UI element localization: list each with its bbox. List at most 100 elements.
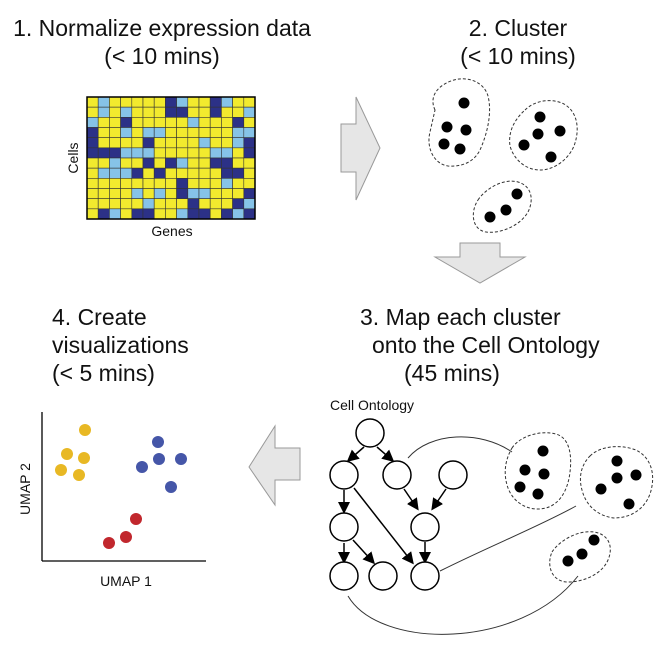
heatmap-cell xyxy=(153,117,166,128)
cell-dot xyxy=(518,139,530,151)
ontology-node xyxy=(355,418,385,448)
heatmap-cell xyxy=(97,127,110,138)
heatmap-cell xyxy=(109,106,121,118)
heatmap-cell xyxy=(198,198,211,210)
heatmap-cell xyxy=(142,157,155,169)
heatmap-cell xyxy=(187,157,200,169)
heatmap-cell xyxy=(109,96,121,108)
heatmap-cell xyxy=(97,96,110,108)
step-1-title: 1. Normalize expression data (< 10 mins) xyxy=(13,15,311,69)
heatmap-cell xyxy=(198,208,211,220)
cell-dot xyxy=(545,151,557,163)
cell-dot xyxy=(554,125,566,137)
ontology-edge xyxy=(376,446,395,462)
heatmap-cell xyxy=(153,167,166,179)
heatmap-cell xyxy=(176,198,189,210)
heatmap-cell xyxy=(187,167,200,179)
heatmap-cell xyxy=(232,106,245,118)
heatmap-cell xyxy=(176,147,189,159)
ontology-node xyxy=(329,561,359,591)
cell-dot xyxy=(538,468,550,480)
heatmap-cell xyxy=(142,127,155,138)
heatmap-cell xyxy=(176,178,189,189)
heatmap-cell xyxy=(176,96,189,108)
heatmap-cell xyxy=(165,178,177,189)
heatmap-cell xyxy=(131,117,144,128)
heatmap-cell xyxy=(198,178,211,189)
umap-yellow-cluster xyxy=(55,424,91,481)
umap-point xyxy=(136,461,148,473)
heatmap-cell xyxy=(109,127,121,138)
heatmap-cell xyxy=(97,117,110,128)
umap-point xyxy=(152,436,164,448)
ontology-node xyxy=(382,460,412,490)
heatmap-cell xyxy=(221,208,233,220)
heatmap-cell xyxy=(86,137,99,149)
ontology-node xyxy=(329,460,359,490)
step-3-title: 3. Map each cluster onto the Cell Ontolo… xyxy=(360,304,600,386)
heatmap-cell xyxy=(153,178,166,189)
heatmap-cell xyxy=(243,198,256,210)
step-4-line3: (< 5 mins) xyxy=(52,360,155,386)
heatmap-cell xyxy=(97,208,110,220)
heatmap-cell xyxy=(120,147,133,159)
mapping-curve xyxy=(439,505,577,572)
heatmap-cell xyxy=(109,208,121,220)
umap-point xyxy=(165,481,177,493)
ontology-node xyxy=(438,460,468,490)
umap-point xyxy=(78,452,90,464)
heatmap-cell xyxy=(131,178,144,189)
heatmap-cell xyxy=(232,178,245,189)
heatmap-cell xyxy=(243,127,256,138)
heatmap-cell xyxy=(187,208,200,220)
heatmap-cell xyxy=(165,137,177,149)
heatmap-cell xyxy=(209,167,222,179)
heatmap-cell xyxy=(243,147,256,159)
cell-dot xyxy=(588,534,600,546)
heatmap-cell xyxy=(131,106,144,118)
heatmap-cell xyxy=(120,198,133,210)
heatmap-cell xyxy=(176,117,189,128)
cell-ontology-graph: Cell Ontology xyxy=(329,397,654,635)
heatmap-cell xyxy=(165,208,177,220)
umap-point xyxy=(79,424,91,436)
heatmap-cell xyxy=(142,117,155,128)
heatmap-cell xyxy=(165,147,177,159)
heatmap-cell xyxy=(131,188,144,199)
umap-point xyxy=(61,448,73,460)
step-4-line1: 4. Create xyxy=(52,304,147,330)
heatmap-cell xyxy=(221,127,233,138)
heatmap-cell xyxy=(165,157,177,169)
ontology-edge xyxy=(431,488,447,511)
heatmap-border xyxy=(86,96,256,220)
heatmap-cell xyxy=(209,147,222,159)
heatmap-cell xyxy=(243,167,256,179)
heatmap-cell xyxy=(187,96,200,108)
cell-dot xyxy=(630,469,642,481)
heatmap-cell xyxy=(120,157,133,169)
heatmap-cell xyxy=(86,117,99,128)
heatmap-cell xyxy=(109,178,121,189)
heatmap-cell xyxy=(153,208,166,220)
heatmap-cell xyxy=(153,127,166,138)
heatmap-cell xyxy=(142,198,155,210)
heatmap-cell xyxy=(131,167,144,179)
heatmap-cell xyxy=(165,96,177,108)
heatmap-cell xyxy=(243,157,256,169)
heatmap-cell xyxy=(153,106,166,118)
heatmap-cell xyxy=(232,147,245,159)
heatmap-cell xyxy=(221,106,233,118)
cell-dot xyxy=(438,138,450,150)
ontology-node xyxy=(329,512,359,542)
cell-dot xyxy=(595,483,607,495)
step-2-title: 2. Cluster (< 10 mins) xyxy=(460,15,576,69)
umap-xlabel: UMAP 1 xyxy=(100,573,152,589)
cluster-outline xyxy=(549,531,611,583)
heatmap-cell xyxy=(221,167,233,179)
ontology-edge xyxy=(352,539,376,565)
heatmap-cell xyxy=(221,157,233,169)
heatmap-cell xyxy=(142,208,155,220)
heatmap-cell xyxy=(153,157,166,169)
heatmap-cell xyxy=(232,188,245,199)
